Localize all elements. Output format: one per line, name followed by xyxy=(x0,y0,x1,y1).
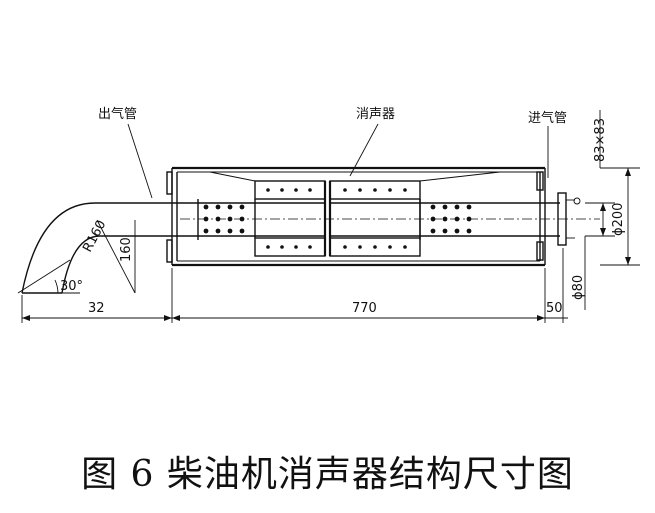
dim-left-length: 32 xyxy=(88,301,105,316)
label-inlet: 进气管 xyxy=(528,110,567,126)
dim-flange: 83×83 xyxy=(593,118,608,162)
dim-outer-diameter: ϕ200 xyxy=(611,203,626,236)
dim-inlet-length: 50 xyxy=(546,301,563,316)
perforations xyxy=(203,188,472,249)
dim-body-length: 770 xyxy=(352,301,377,316)
dim-inner-diameter: ϕ80 xyxy=(571,275,586,300)
label-exhaust-outlet: 出气管 xyxy=(98,106,137,122)
figure-caption: 图 6 柴油机消声器结构尺寸图 xyxy=(81,454,574,495)
outlet-pipe xyxy=(17,202,140,294)
dimension-lines xyxy=(21,110,640,323)
inner-chambers xyxy=(209,171,501,257)
inner-pipes xyxy=(140,199,560,240)
dim-angle: 30° xyxy=(60,279,83,294)
leaders xyxy=(127,123,549,199)
dim-height: 160 xyxy=(119,237,134,262)
label-muffler: 消声器 xyxy=(356,107,395,122)
muffler-shell xyxy=(166,166,546,267)
inlet-flange xyxy=(557,192,581,246)
